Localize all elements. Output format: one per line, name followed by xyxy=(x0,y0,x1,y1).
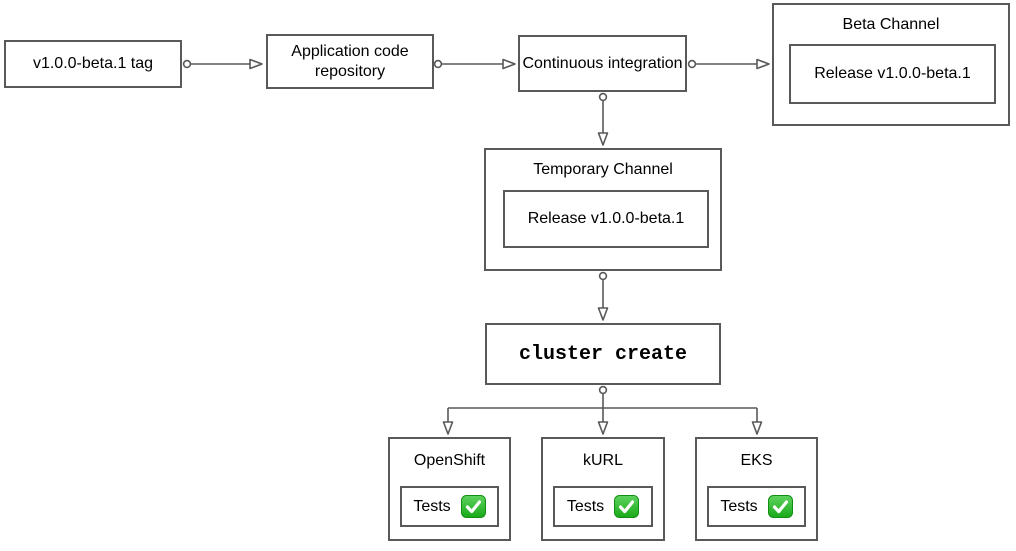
node-kurl-title: kURL xyxy=(582,452,623,469)
node-application-code-repository: Application code repository xyxy=(266,34,434,89)
node-version-tag-label: v1.0.0-beta.1 tag xyxy=(32,55,154,72)
node-eks-tests: Tests xyxy=(707,486,806,527)
node-application-code-repository-label: Application code repository xyxy=(291,42,409,80)
node-kurl: kURL Tests xyxy=(541,437,665,541)
node-openshift-tests-label: Tests xyxy=(413,497,451,515)
node-beta-channel-title: Beta Channel xyxy=(842,16,940,33)
green-check-icon xyxy=(614,495,640,518)
node-continuous-integration-label: Continuous integration xyxy=(522,54,683,72)
node-version-tag: v1.0.0-beta.1 tag xyxy=(4,40,182,88)
green-check-icon xyxy=(460,495,486,518)
node-temporary-channel: Temporary Channel Release v1.0.0-beta.1 xyxy=(484,148,722,271)
node-kurl-tests: Tests xyxy=(553,486,653,527)
node-temporary-channel-release: Release v1.0.0-beta.1 xyxy=(503,190,709,248)
node-beta-channel-release: Release v1.0.0-beta.1 xyxy=(789,44,996,104)
node-cluster-create: cluster create xyxy=(485,323,721,385)
node-temporary-channel-release-label: Release v1.0.0-beta.1 xyxy=(527,210,685,227)
node-beta-channel-release-label: Release v1.0.0-beta.1 xyxy=(814,65,971,82)
green-check-icon xyxy=(767,495,793,518)
node-beta-channel: Beta Channel Release v1.0.0-beta.1 xyxy=(772,3,1010,126)
node-openshift-tests: Tests xyxy=(400,486,499,527)
node-temporary-channel-title: Temporary Channel xyxy=(533,161,673,178)
node-openshift: OpenShift Tests xyxy=(388,437,511,541)
node-continuous-integration: Continuous integration xyxy=(518,35,687,92)
node-eks: EKS Tests xyxy=(695,437,818,541)
node-kurl-tests-label: Tests xyxy=(566,497,605,515)
node-eks-title: EKS xyxy=(740,452,773,469)
node-cluster-create-label: cluster create xyxy=(518,342,688,366)
node-eks-tests-label: Tests xyxy=(720,497,758,515)
node-openshift-title: OpenShift xyxy=(413,452,486,469)
